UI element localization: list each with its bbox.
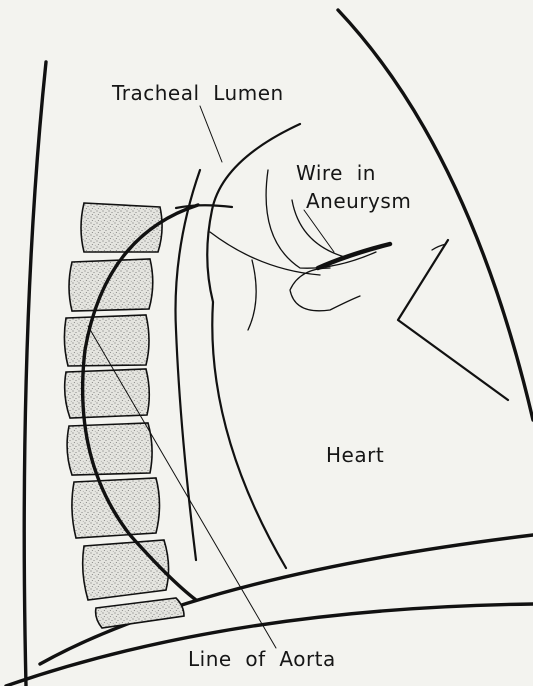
- heart-right-border: [398, 240, 508, 400]
- vertebra-7: [83, 540, 169, 600]
- label-tracheal-lumen: Tracheal Lumen: [111, 81, 284, 105]
- vertebra-6: [72, 478, 160, 538]
- tracheal-lumen-left-line: [176, 170, 201, 560]
- tracheal-lumen-right-line: [207, 124, 300, 568]
- aneurysm-outline-5: [248, 260, 256, 330]
- vertebra-8: [96, 598, 184, 628]
- label-wire-in: Wire in: [296, 161, 376, 185]
- tracheal-upper-stub: [176, 205, 232, 208]
- vertebra-5: [67, 423, 152, 475]
- wire-in-aneurysm-pointer: [304, 210, 334, 252]
- vertebra-2: [69, 259, 153, 311]
- wire-in-aneurysm: [318, 244, 390, 268]
- right-chest-wall-line: [338, 10, 533, 420]
- vertebra-4: [65, 369, 150, 418]
- tracheal-lumen-pointer: [200, 106, 222, 162]
- left-chest-wall-line: [24, 62, 46, 686]
- diaphragm-lower-line: [6, 604, 533, 686]
- vertebra-1: [81, 203, 162, 252]
- label-line-of-aorta: Line of Aorta: [188, 647, 336, 671]
- label-aneurysm: Aneurysm: [306, 189, 411, 213]
- label-heart: Heart: [326, 443, 384, 467]
- aneurysm-outline-4: [290, 268, 360, 311]
